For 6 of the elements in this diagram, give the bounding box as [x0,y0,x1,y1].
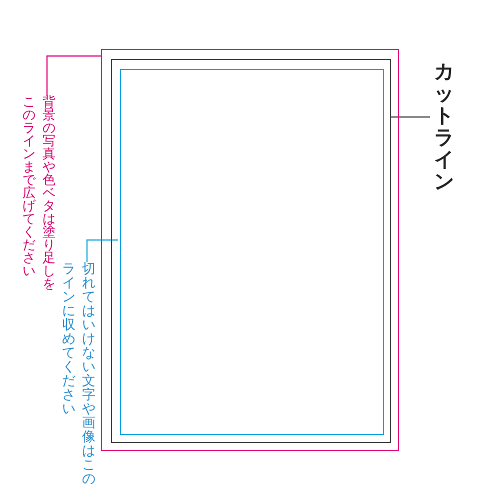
leader-line [390,116,430,118]
leader-line [86,239,118,262]
callout-text: 背景の写真や色ベタは塗り足しをこのラインまで広げてください [21,96,57,293]
leader-line [46,55,101,96]
callout-text: 切れてはいけない文字や画像はこのラインに収めてください [61,262,97,488]
callout-text: カットライン [430,60,458,194]
